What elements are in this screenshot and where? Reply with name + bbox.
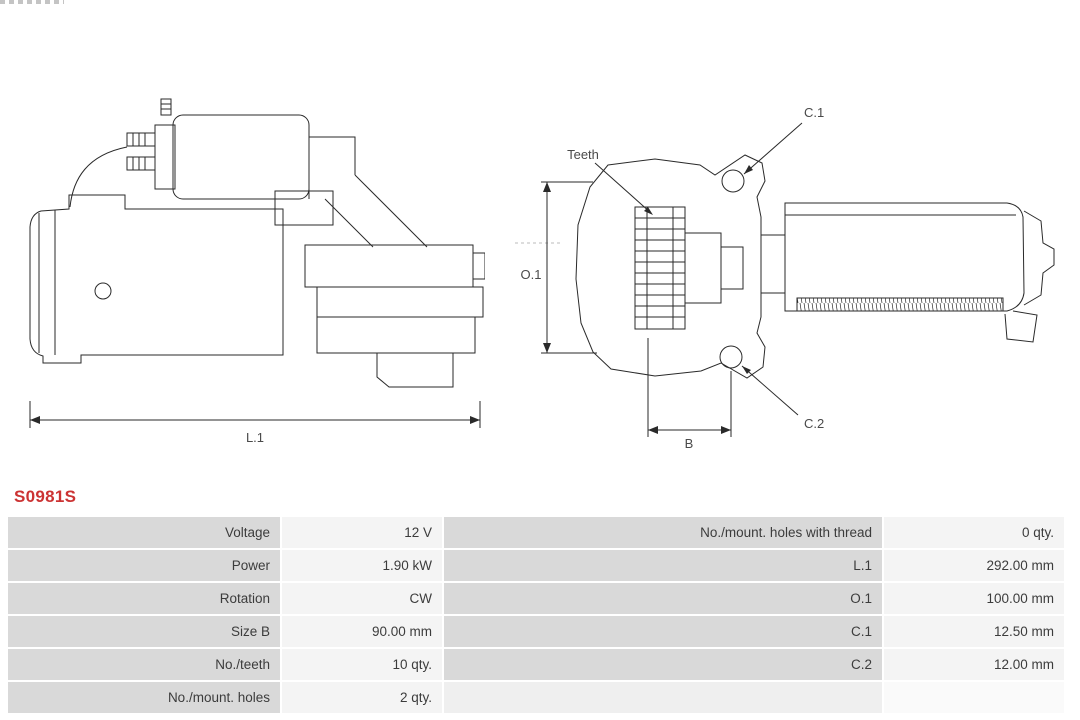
- spec-value: 100.00 mm: [884, 583, 1064, 614]
- label-b: B: [685, 436, 694, 451]
- top-left-artifact: [0, 0, 64, 4]
- spec-label: Voltage: [8, 517, 280, 548]
- starter-front-view-drawing: Teeth C.1 C.2 O.1 B: [515, 105, 1055, 451]
- spec-label: O.1: [444, 583, 882, 614]
- spec-value: 90.00 mm: [282, 616, 442, 647]
- label-o1: O.1: [521, 267, 542, 282]
- starter-side-view-drawing: L.1: [29, 98, 485, 445]
- spec-value: 2 qty.: [282, 682, 442, 713]
- spec-label: C.1: [444, 616, 882, 647]
- mount-hole-c2: [719, 345, 743, 369]
- spec-label: Rotation: [8, 583, 280, 614]
- spec-label: L.1: [444, 550, 882, 581]
- spec-label: No./mount. holes with thread: [444, 517, 882, 548]
- spec-label: No./mount. holes: [8, 682, 280, 713]
- part-number: S0981S: [14, 487, 77, 506]
- spec-label: Size B: [8, 616, 280, 647]
- dim-label-l1: L.1: [246, 430, 264, 445]
- spec-value: 12.50 mm: [884, 616, 1064, 647]
- spec-value: 292.00 mm: [884, 550, 1064, 581]
- spec-value-empty: [884, 682, 1064, 713]
- spec-value: CW: [282, 583, 442, 614]
- spec-label: C.2: [444, 649, 882, 680]
- label-c2: C.2: [804, 416, 824, 431]
- spec-table: Voltage 12 V No./mount. holes with threa…: [8, 517, 1064, 713]
- pinion-gear: [634, 206, 686, 330]
- spec-label-empty: [444, 682, 882, 713]
- mount-hole-c1: [721, 169, 745, 193]
- spec-value: 1.90 kW: [282, 550, 442, 581]
- spec-label: No./teeth: [8, 649, 280, 680]
- label-teeth: Teeth: [567, 147, 599, 162]
- spec-label: Power: [8, 550, 280, 581]
- spec-value: 12.00 mm: [884, 649, 1064, 680]
- label-c1: C.1: [804, 105, 824, 120]
- spec-value: 0 qty.: [884, 517, 1064, 548]
- spec-value: 10 qty.: [282, 649, 442, 680]
- spec-value: 12 V: [282, 517, 442, 548]
